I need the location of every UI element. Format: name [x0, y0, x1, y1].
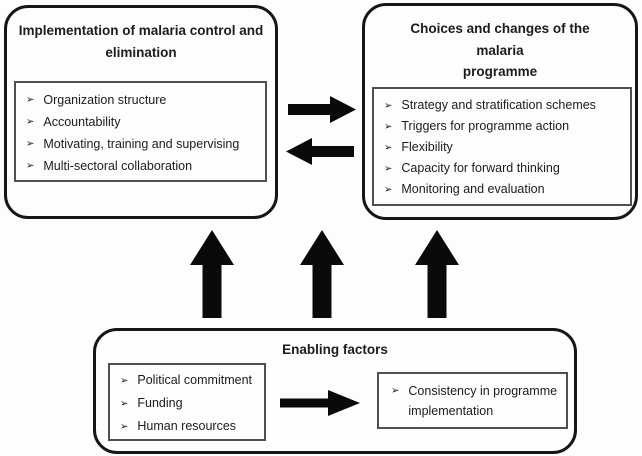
list-item: ➢ Organization structure	[26, 89, 259, 111]
implementation-list: ➢ Organization structure ➢ Accountability ➢ M…	[26, 89, 259, 177]
choices-list: ➢ Strategy and stratification schemes ➢ Tri…	[384, 95, 624, 200]
arrowhead-bullet-icon: ➢	[384, 142, 393, 154]
choices-box: Choices and changes of the malaria progr…	[362, 3, 638, 220]
list-item: ➢ Capacity for forward thinking	[384, 158, 624, 179]
choices-inner-box: ➢ Strategy and stratification schemes ➢ Tri…	[372, 87, 632, 206]
list-item-text: Organization structure	[43, 93, 167, 107]
arrowhead-bullet-icon: ➢	[391, 385, 400, 397]
list-item: ➢ Funding	[120, 392, 260, 415]
list-item-text: Motivating, training and supervising	[43, 137, 240, 151]
list-item: ➢ Political commitment	[120, 369, 260, 392]
list-item: ➢ Human resources	[120, 415, 260, 438]
list-item: ➢ Triggers for programme action	[384, 116, 624, 137]
list-item-text: Multi-sectoral collaboration	[43, 159, 193, 173]
arrow-up-left-icon	[190, 230, 234, 318]
enabling-inputs-list: ➢ Political commitment ➢ Funding ➢ Human reso…	[120, 369, 260, 438]
arrowhead-bullet-icon: ➢	[384, 121, 393, 133]
arrow-up-right-icon	[415, 230, 459, 318]
arrowhead-bullet-icon: ➢	[384, 184, 393, 196]
arrow-right-icon	[288, 93, 356, 126]
implementation-box: Implementation of malaria control and el…	[4, 5, 278, 219]
arrow-right-small-icon	[280, 389, 360, 417]
arrowhead-bullet-icon: ➢	[120, 375, 129, 387]
enabling-factors-box: Enabling factors ➢ Political commitment ➢ F…	[93, 328, 577, 454]
arrowhead-bullet-icon: ➢	[384, 100, 393, 112]
enabling-factors-title: Enabling factors	[282, 342, 388, 357]
arrowhead-bullet-icon: ➢	[26, 116, 35, 128]
list-item-text: Accountability	[43, 115, 121, 129]
list-item: ➢ Strategy and stratification schemes	[384, 95, 624, 116]
choices-box-title: Choices and changes of the malaria progr…	[410, 21, 590, 80]
arrowhead-bullet-icon: ➢	[384, 163, 393, 175]
list-item-text: Political commitment	[137, 373, 253, 387]
list-item: ➢ Consistency in programme implementation	[391, 381, 558, 421]
list-item: ➢ Flexibility	[384, 137, 624, 158]
list-item: ➢ Monitoring and evaluation	[384, 179, 624, 200]
arrowhead-bullet-icon: ➢	[26, 94, 35, 106]
arrow-left-icon	[286, 135, 354, 168]
arrowhead-bullet-icon: ➢	[26, 160, 35, 172]
arrowhead-bullet-icon: ➢	[120, 398, 129, 410]
arrowhead-bullet-icon: ➢	[26, 138, 35, 150]
list-item-text: Flexibility	[401, 140, 453, 154]
list-item: ➢ Multi-sectoral collaboration	[26, 155, 259, 177]
arrowhead-bullet-icon: ➢	[120, 421, 129, 433]
list-item-text: Strategy and stratification schemes	[401, 98, 596, 112]
arrow-up-middle-icon	[300, 230, 344, 318]
list-item-text: Human resources	[137, 419, 237, 433]
implementation-inner-box: ➢ Organization structure ➢ Accountability ➢ M…	[14, 81, 267, 182]
list-item-text: Funding	[137, 396, 183, 410]
implementation-box-title: Implementation of malaria control and el…	[18, 23, 264, 60]
list-item-text: Triggers for programme action	[401, 119, 570, 133]
enabling-outcome-inner-box: ➢ Consistency in programme implementation	[377, 372, 568, 429]
enabling-inputs-inner-box: ➢ Political commitment ➢ Funding ➢ Human reso…	[108, 363, 266, 441]
list-item: ➢ Accountability	[26, 111, 259, 133]
list-item-text: Consistency in programme implementation	[408, 384, 558, 418]
list-item-text: Monitoring and evaluation	[401, 182, 545, 196]
list-item: ➢ Motivating, training and supervising	[26, 133, 259, 155]
enabling-outcome-list: ➢ Consistency in programme implementation	[391, 381, 558, 421]
list-item-text: Capacity for forward thinking	[401, 161, 560, 175]
